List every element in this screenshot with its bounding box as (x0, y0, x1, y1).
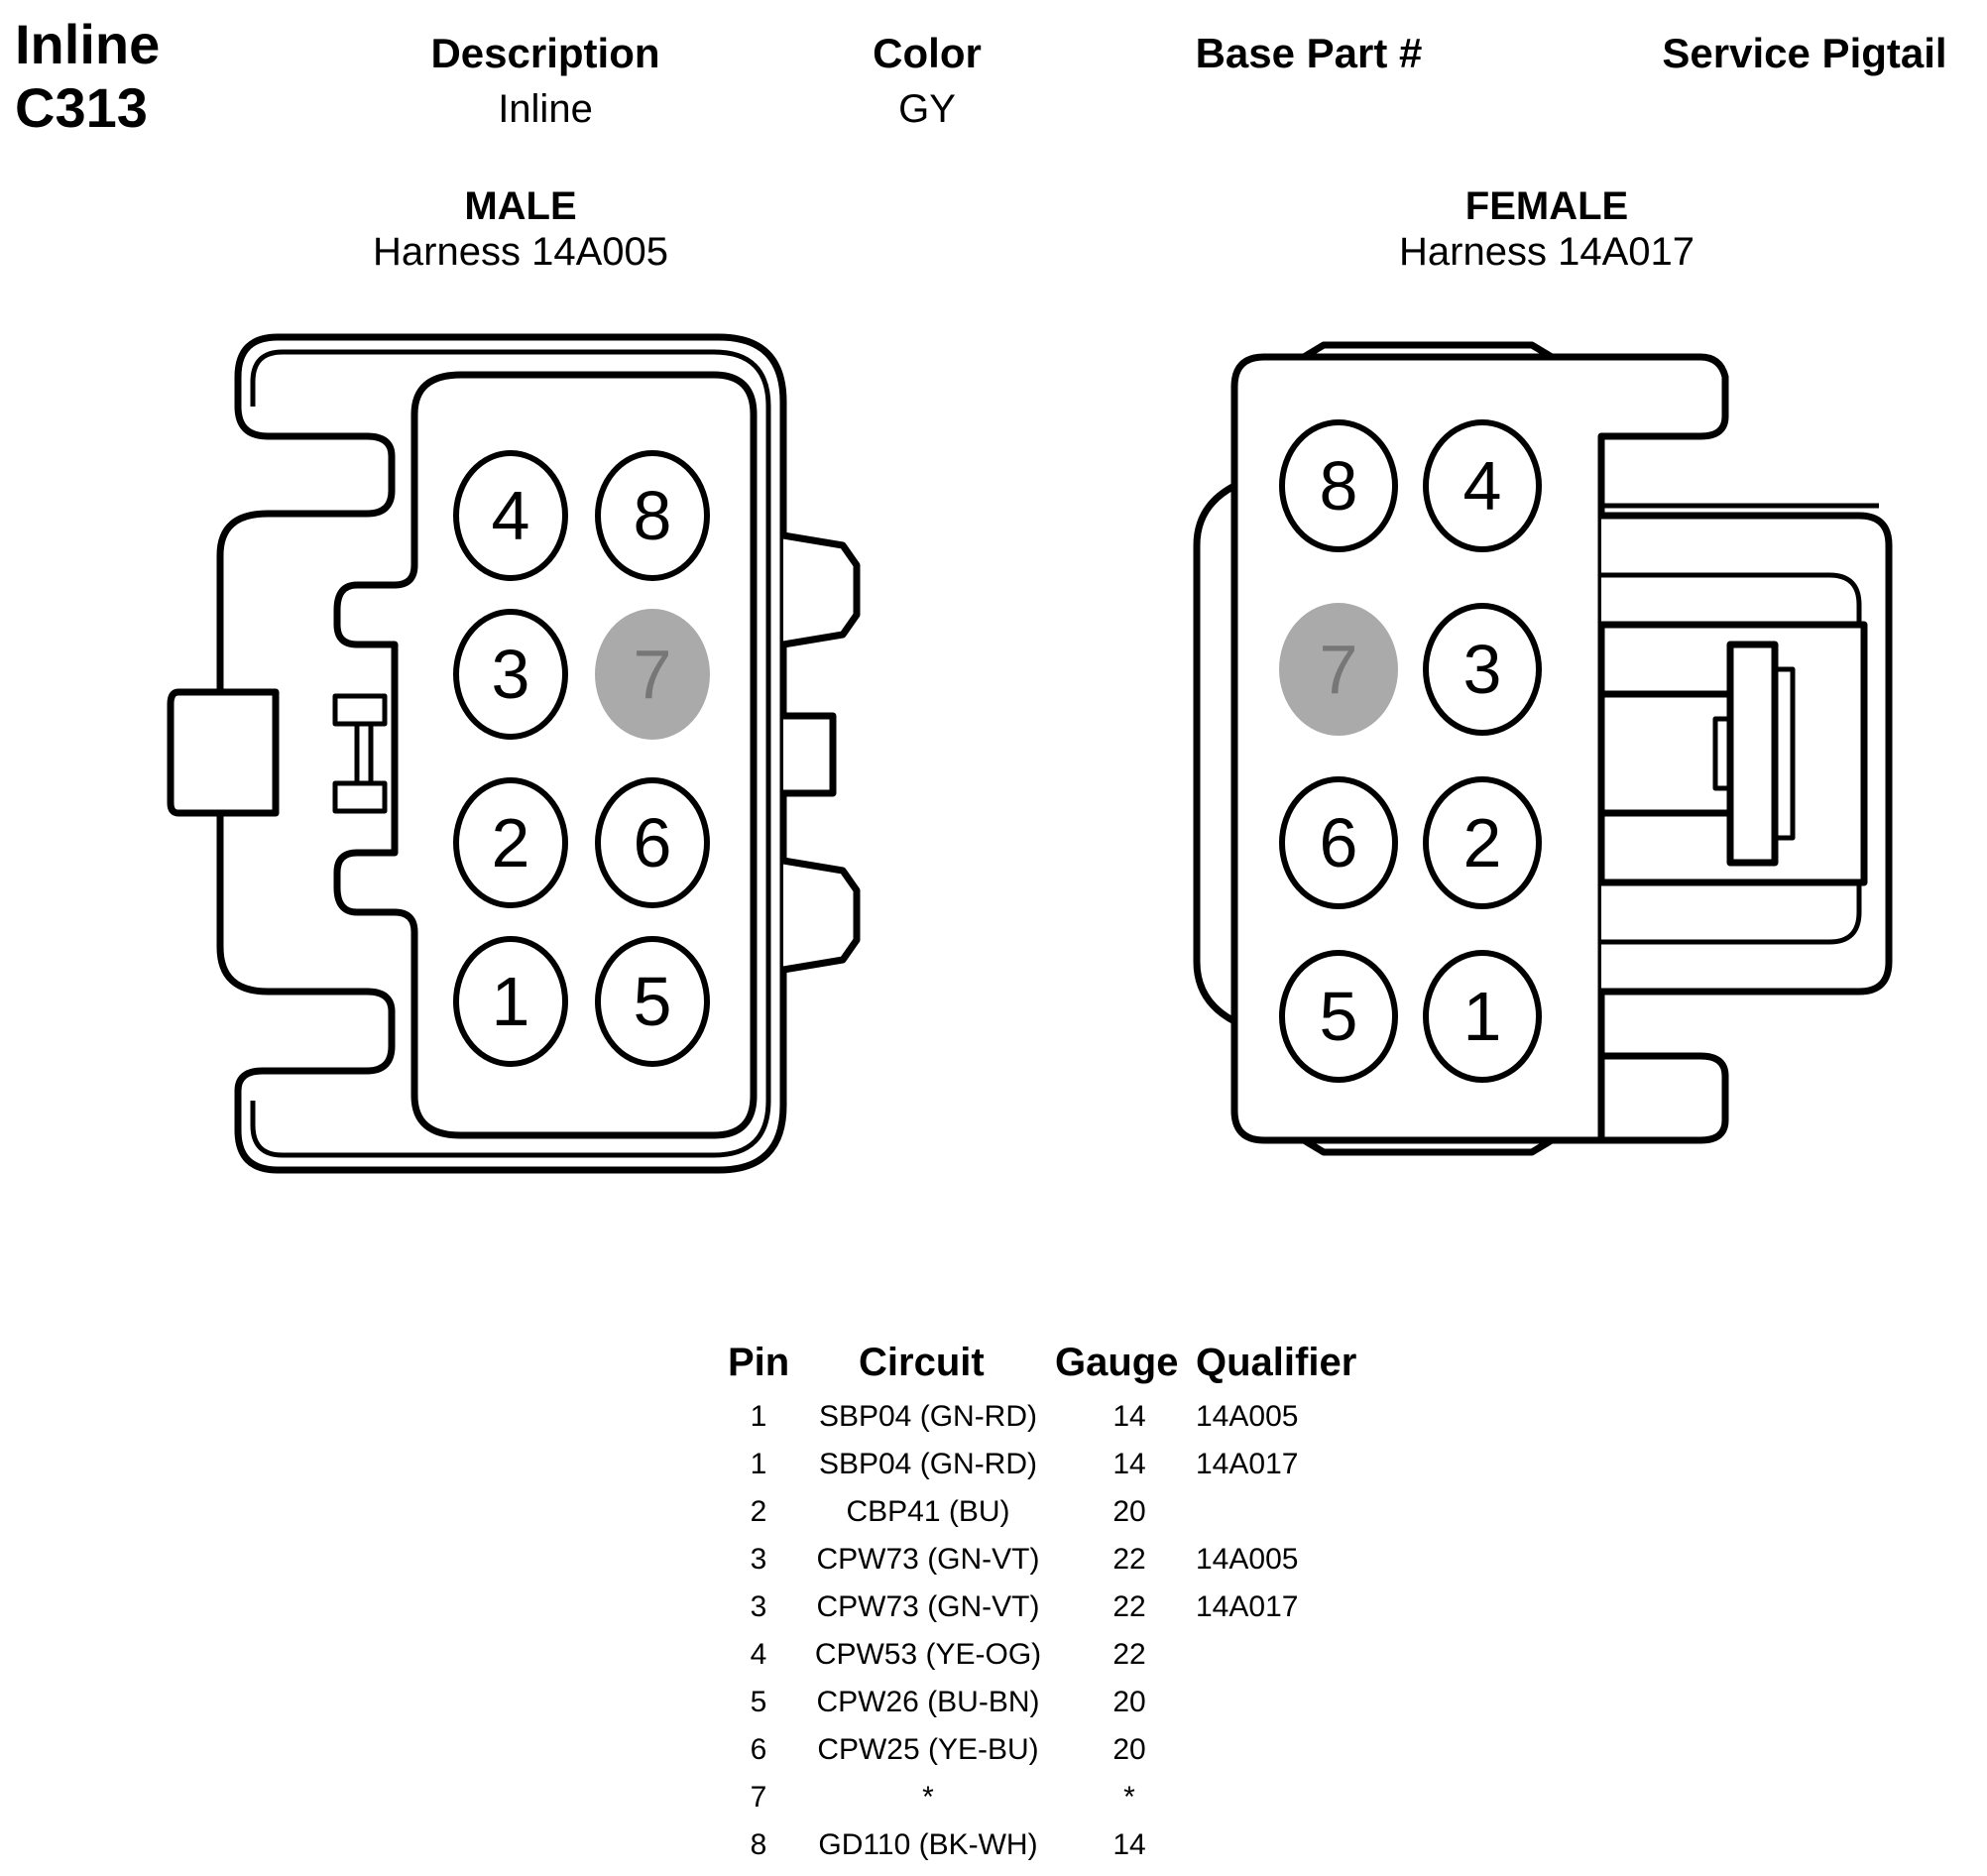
male-connector-face: 4 8 3 7 2 6 1 5 (167, 333, 861, 1174)
pin-cavity-1 (1423, 950, 1542, 1083)
female-harness-label: Harness 14A017 (1399, 230, 1695, 274)
pin-cell: 1 (750, 1400, 767, 1433)
connector-id: C313 (15, 76, 148, 139)
table-row: 2 CBP41 (BU) 20 (716, 1495, 1410, 1543)
pin-cell: 6 (750, 1733, 767, 1766)
circuit-cell: CPW73 (GN-VT) (816, 1543, 1040, 1576)
qualifier-cell: 14A017 (1196, 1448, 1299, 1480)
pin-number-2: 2 (1463, 804, 1502, 881)
pin-number-6: 6 (634, 804, 672, 881)
gauge-cell: 22 (1112, 1543, 1146, 1576)
pin-cavity-7 (1279, 603, 1398, 736)
gauge-column-header: Gauge (1055, 1341, 1179, 1384)
pin-cell: 8 (750, 1828, 767, 1861)
table-row: 1 SBP04 (GN-RD) 14 14A005 (716, 1400, 1410, 1448)
description-label: Description (430, 30, 660, 76)
pin-cavity-8 (1279, 419, 1398, 552)
pin-number-3: 3 (492, 636, 530, 713)
circuit-cell: * (922, 1781, 934, 1814)
pin-number-7: 7 (634, 636, 672, 713)
pin-cavity-4 (1423, 419, 1542, 552)
pin-number-5: 5 (1320, 978, 1358, 1055)
pin-cavity-2 (453, 777, 568, 908)
pin-number-7: 7 (1320, 631, 1358, 708)
pin-cavity-2 (1423, 776, 1542, 909)
female-view-label: FEMALE (1464, 184, 1629, 228)
pin-number-1: 1 (1463, 978, 1502, 1055)
pin-number-3: 3 (1463, 631, 1502, 708)
pin-number-8: 8 (1320, 447, 1358, 525)
pin-cell: 2 (750, 1495, 767, 1528)
table-row: 3 CPW73 (GN-VT) 22 14A005 (716, 1543, 1410, 1590)
gauge-cell: 20 (1112, 1733, 1146, 1766)
table-row: 8 GD110 (BK-WH) 14 (716, 1828, 1410, 1876)
table-row: 5 CPW26 (BU-BN) 20 (716, 1686, 1410, 1733)
color-label: Color (873, 30, 982, 76)
pin-number-4: 4 (1463, 447, 1502, 525)
circuit-cell: CPW26 (BU-BN) (816, 1686, 1040, 1718)
circuit-cell: GD110 (BK-WH) (818, 1828, 1038, 1861)
circuit-cell: CBP41 (BU) (846, 1495, 1010, 1528)
gauge-cell: 14 (1112, 1828, 1146, 1861)
circuit-cell: CPW25 (YE-BU) (817, 1733, 1039, 1766)
pin-cell: 4 (750, 1638, 767, 1671)
pin-number-1: 1 (492, 963, 530, 1040)
gauge-cell: 20 (1112, 1686, 1146, 1718)
circuit-cell: SBP04 (GN-RD) (818, 1448, 1038, 1480)
male-harness-label: Harness 14A005 (373, 230, 668, 274)
pin-cell: 1 (750, 1448, 767, 1480)
pin-cavity-8 (595, 450, 710, 581)
pin-cell: 7 (750, 1781, 767, 1814)
pin-cell: 5 (750, 1686, 767, 1718)
circuit-column-header: Circuit (859, 1341, 985, 1384)
pin-number-8: 8 (634, 477, 672, 554)
gauge-cell: 22 (1112, 1638, 1146, 1671)
gauge-cell: 14 (1112, 1448, 1146, 1480)
pin-cavity-5 (1279, 950, 1398, 1083)
qualifier-column-header: Qualifier (1196, 1341, 1357, 1384)
qualifier-cell: 14A005 (1196, 1543, 1299, 1576)
pin-number-5: 5 (634, 963, 672, 1040)
color-value: GY (898, 87, 956, 131)
pin-column-header: Pin (728, 1341, 790, 1384)
table-row: 6 CPW25 (YE-BU) 20 (716, 1733, 1410, 1781)
pin-cavity-5 (595, 936, 710, 1067)
table-row: 3 CPW73 (GN-VT) 22 14A017 (716, 1590, 1410, 1638)
gauge-cell: 14 (1112, 1400, 1146, 1433)
table-row: 4 CPW53 (YE-OG) 22 (716, 1638, 1410, 1686)
connector-title-line1: Inline (15, 13, 161, 75)
pin-cavity-3 (453, 609, 568, 740)
pin-cavity-7 (595, 609, 710, 740)
pin-cell: 3 (750, 1590, 767, 1623)
male-view-label: MALE (464, 184, 577, 228)
circuit-cell: SBP04 (GN-RD) (818, 1400, 1038, 1433)
pin-cavity-3 (1423, 603, 1542, 736)
circuit-cell: CPW53 (YE-OG) (814, 1638, 1042, 1671)
pin-cavity-6 (1279, 776, 1398, 909)
table-row: 7 * * (716, 1781, 1410, 1828)
description-value: Inline (498, 87, 593, 131)
pin-cavity-1 (453, 936, 568, 1067)
pin-number-6: 6 (1320, 804, 1358, 881)
table-row: 1 SBP04 (GN-RD) 14 14A017 (716, 1448, 1410, 1495)
gauge-cell: 22 (1112, 1590, 1146, 1623)
qualifier-cell: 14A005 (1196, 1400, 1299, 1433)
pin-cell: 3 (750, 1543, 767, 1576)
base-part-label: Base Part # (1195, 30, 1423, 76)
circuit-cell: CPW73 (GN-VT) (816, 1590, 1040, 1623)
pin-number-4: 4 (492, 477, 530, 554)
pin-cavity-6 (595, 777, 710, 908)
female-connector-face: 8 4 7 3 6 2 5 1 (1193, 341, 1893, 1156)
pin-cavity-4 (453, 450, 568, 581)
gauge-cell: * (1123, 1781, 1135, 1814)
service-pigtail-label: Service Pigtail (1662, 30, 1947, 76)
pin-number-2: 2 (492, 804, 530, 881)
qualifier-cell: 14A017 (1196, 1590, 1299, 1623)
gauge-cell: 20 (1112, 1495, 1146, 1528)
